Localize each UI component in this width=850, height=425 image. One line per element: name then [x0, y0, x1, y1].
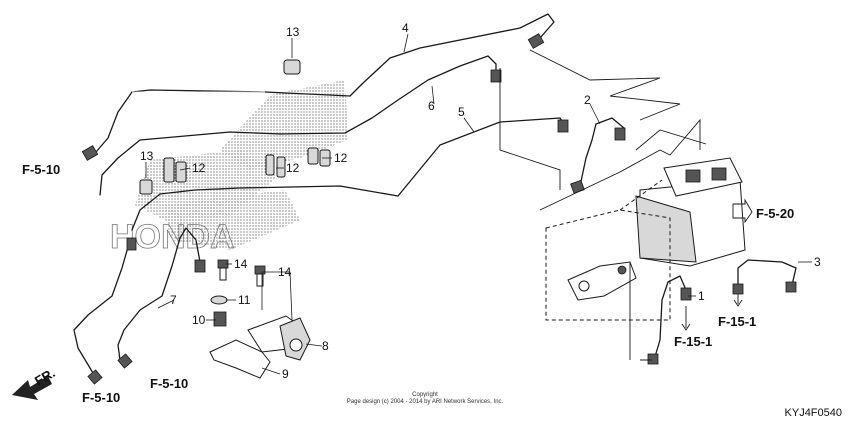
arrow-f151-left — [681, 306, 691, 331]
callout-12a: 12 — [192, 161, 206, 175]
ref-f510-bottom: F-5-10 — [82, 390, 120, 405]
reference-line-a — [499, 68, 561, 190]
reference-line-b — [529, 49, 681, 121]
brake-pipe-6 — [99, 55, 497, 196]
copyright-line-1: Copyright — [412, 392, 438, 398]
ref-f510-mid: F-5-10 — [150, 376, 188, 391]
callout-4: 4 — [402, 21, 409, 35]
brake-pipe-3 — [737, 259, 797, 287]
copyright-line-2: Page design (c) 2004 - 2014 by ARI Netwo… — [347, 399, 504, 405]
reference-line-c — [539, 118, 701, 211]
ref-f151-left: F-15-1 — [674, 334, 712, 349]
bracket-9 — [209, 339, 271, 379]
callout-1: 1 — [698, 289, 705, 303]
pipe-fittings — [81, 33, 797, 385]
callout-3: 3 — [814, 255, 821, 269]
brake-pipe-5 — [131, 117, 567, 231]
callout-6: 6 — [428, 99, 435, 113]
callout-12c: 12 — [334, 151, 348, 165]
ref-f151-right: F-15-1 — [718, 314, 756, 329]
callout-7: 7 — [170, 293, 177, 307]
brake-pipe-lower-left — [73, 239, 131, 379]
reference-line-d — [629, 262, 652, 361]
callout-9: 9 — [282, 367, 289, 381]
abs-sensor-bracket — [567, 261, 637, 301]
callout-12b: 12 — [286, 161, 300, 175]
callout-13a: 13 — [286, 25, 300, 39]
frame-shading-lower — [165, 190, 300, 250]
diagram-code: KYJ4F0540 — [785, 407, 842, 419]
callout-8: 8 — [322, 339, 329, 353]
brake-pipe-4 — [95, 13, 555, 153]
abs-modulator-unit — [635, 157, 746, 267]
arrow-f151-right — [733, 294, 743, 307]
front-direction-arrow-icon — [12, 376, 52, 400]
callout-11: 11 — [238, 293, 251, 307]
callout-10: 10 — [192, 313, 206, 327]
bolts-and-washers — [210, 259, 266, 327]
arrow-f520 — [732, 198, 753, 224]
callout-14b: 14 — [278, 265, 292, 279]
brake-pipe-1 — [653, 275, 687, 361]
ref-f520: F-5-20 — [756, 206, 794, 221]
callout-2: 2 — [584, 93, 591, 107]
callout-5: 5 — [458, 105, 465, 119]
callout-13b: 13 — [140, 149, 154, 163]
ref-f510-top: F-5-10 — [22, 162, 60, 177]
callout-leaders — [145, 33, 812, 375]
detail-box-dashed — [545, 209, 671, 321]
brake-pipe-7 — [117, 227, 201, 361]
callout-14a: 14 — [234, 257, 248, 271]
brake-pipe-2 — [579, 117, 625, 187]
